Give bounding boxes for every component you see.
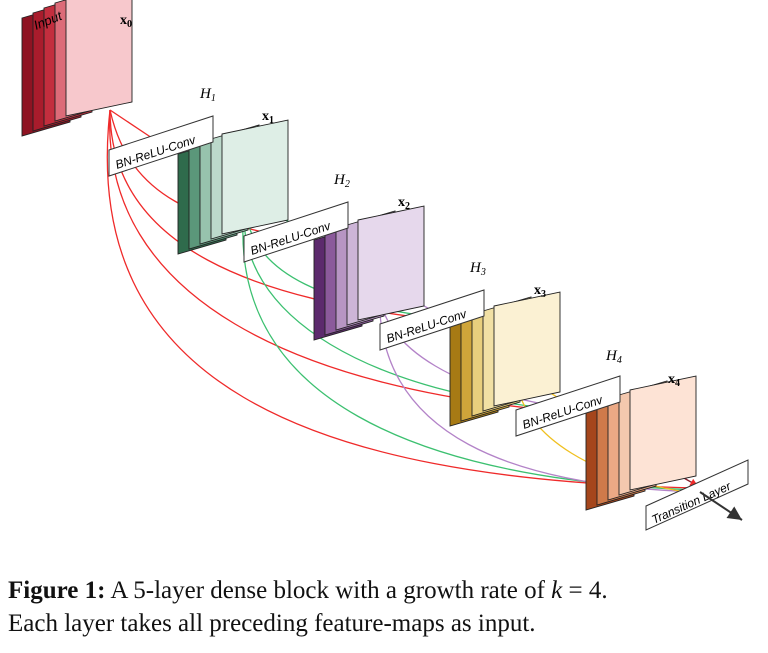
feature-map-front-x3 [493, 291, 561, 407]
layer-label-h3: H3 [469, 260, 486, 278]
feature-map-label-x3: x3 [534, 283, 546, 300]
caption-text-a: A 5-layer dense block with a growth rate… [110, 577, 545, 604]
caption-value: 4. [588, 577, 608, 604]
layer-box-frame [379, 289, 485, 351]
caption-text-b: Each layer takes all preceding feature-m… [8, 610, 536, 637]
layer-box-frame [243, 201, 349, 263]
feature-map-front-x4 [629, 375, 697, 491]
connection-x0-to-transition [106, 109, 699, 489]
caption-k: k [551, 577, 563, 604]
feature-map-stack-x0 [21, 0, 133, 137]
caption-eq: = [568, 577, 583, 604]
transition-layer-frame [645, 459, 749, 531]
layer-label-h1: H1 [199, 86, 216, 104]
feature-map-label-x4: x4 [668, 372, 680, 389]
feature-map-stack-x1 [177, 119, 289, 255]
feature-map-label-x2: x2 [398, 195, 410, 212]
feature-map-label-x1: x1 [262, 109, 274, 126]
layer-label-h2: H2 [333, 172, 350, 190]
feature-map-front-x0 [65, 0, 133, 117]
layer-label-h4: H4 [605, 348, 622, 366]
layer-box-frame [108, 115, 214, 177]
feature-map-front-x2 [357, 205, 425, 321]
output-arrow [699, 491, 743, 521]
feature-map-stack-x3 [449, 291, 561, 427]
layer-box-frame [515, 375, 621, 437]
feature-map-stack-x2 [313, 205, 425, 341]
feature-map-front-x1 [221, 119, 289, 235]
dense-block-diagram: x0x1x2x3x4InputBN-ReLU-ConvH1BN-ReLU-Con… [21, 0, 749, 531]
figure-caption: Figure 1: A 5-layer dense block with a g… [8, 574, 760, 640]
feature-map-stack-x4 [585, 375, 697, 511]
connection-x0-to-h1 [109, 109, 153, 139]
caption-label: Figure 1: [8, 577, 106, 604]
